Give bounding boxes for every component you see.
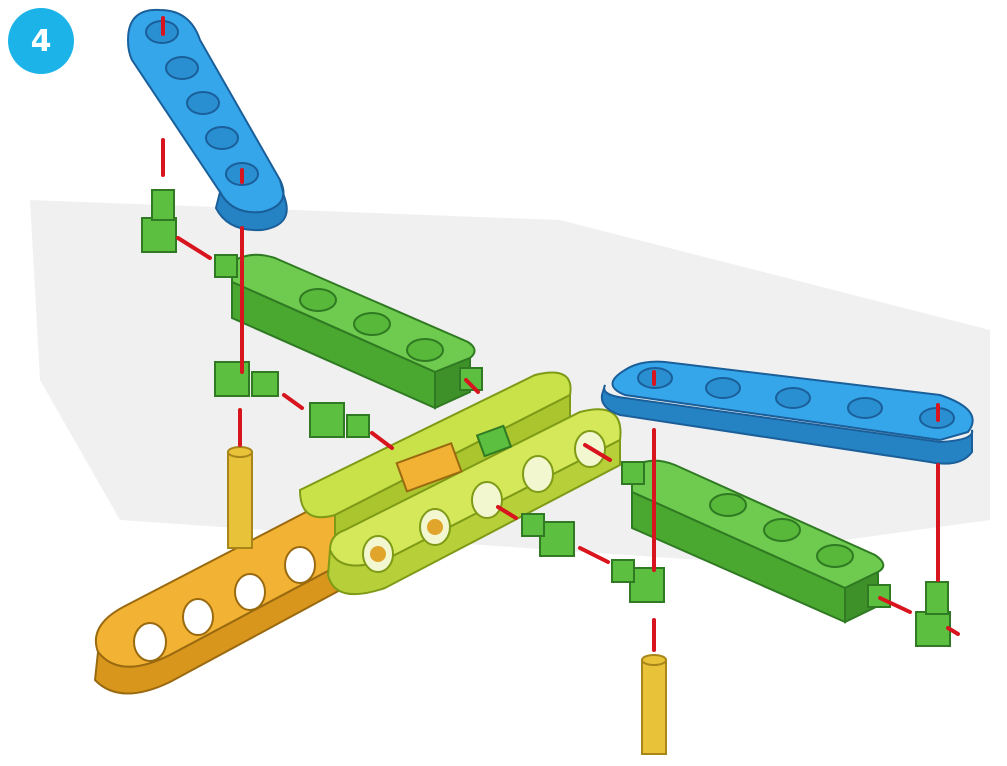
orange-spacer-block (395, 442, 463, 493)
green-strip-right (621, 459, 891, 624)
green-strip-upper (214, 253, 483, 410)
lime-strip-front (326, 408, 622, 596)
blue-strip-upper (126, 8, 288, 232)
yellow-axle-pins (227, 446, 667, 755)
assembly-guide-lines (161, 16, 960, 652)
step-number-badge: 4 (8, 8, 74, 74)
green-spacer-block (475, 424, 513, 458)
blue-strip-right (600, 360, 974, 465)
green-cube-connectors (141, 189, 951, 647)
